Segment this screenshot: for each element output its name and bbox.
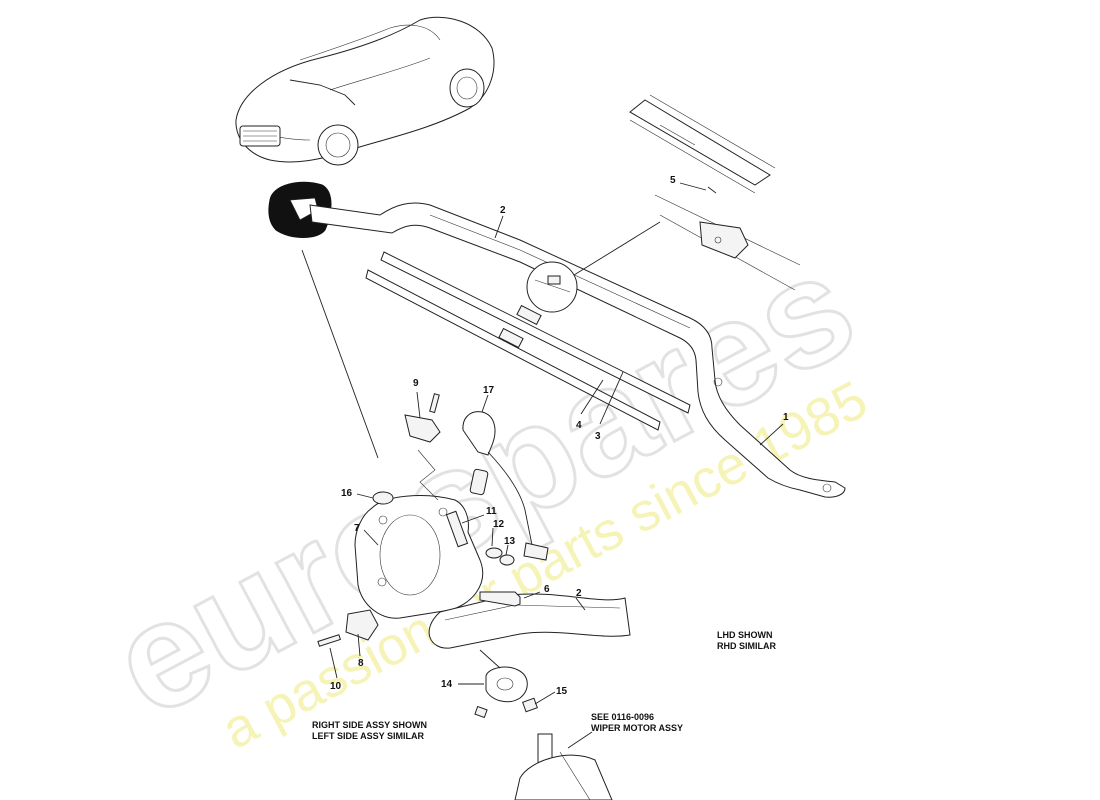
callout-5: 5 xyxy=(670,175,676,186)
nut-13-icon xyxy=(499,554,515,566)
clip-8-icon xyxy=(345,609,379,641)
screw-10-icon xyxy=(317,634,342,647)
callout-4: 4 xyxy=(576,420,582,431)
callout-13: 13 xyxy=(504,536,516,547)
callout-14: 14 xyxy=(441,679,453,690)
callout-9: 9 xyxy=(413,378,419,389)
callout-2-bottom: 2 xyxy=(576,588,582,599)
car-thumbnail-icon xyxy=(235,16,495,166)
callout-12: 12 xyxy=(493,519,505,530)
plug-16-icon xyxy=(372,491,394,505)
callout-3: 3 xyxy=(595,431,601,442)
wiper-motor-stub xyxy=(514,733,613,800)
collar-14-icon xyxy=(474,666,528,719)
callout-10: 10 xyxy=(330,681,342,692)
leader-lines xyxy=(329,182,784,749)
note-left-side-assy: LEFT SIDE ASSY SIMILAR xyxy=(312,731,425,741)
note-lhd-shown: LHD SHOWN xyxy=(717,630,773,640)
callout-8: 8 xyxy=(358,658,364,669)
nut-15-icon xyxy=(522,697,538,713)
callout-15: 15 xyxy=(556,686,568,697)
bolt-6-icon xyxy=(479,591,521,607)
callouts: 1 2 2 3 4 5 6 7 8 9 10 11 12 13 14 15 16… xyxy=(330,175,789,697)
clip-detail-inset xyxy=(526,221,661,313)
callout-7: 7 xyxy=(354,523,360,534)
note-see-ref: SEE 0116-0096 xyxy=(591,712,654,722)
fastener-bolt-11 xyxy=(445,510,469,548)
callout-2-top: 2 xyxy=(500,205,506,216)
callout-1: 1 xyxy=(783,412,789,423)
wiper-arm-top xyxy=(309,202,846,498)
note-wiper-motor-assy: WIPER MOTOR ASSY xyxy=(591,723,683,733)
nut-12-icon xyxy=(485,547,503,559)
channel-detail xyxy=(629,94,801,291)
callout-11: 11 xyxy=(486,506,497,517)
cable-connector xyxy=(462,411,549,561)
note-rhd-similar: RHD SIMILAR xyxy=(717,641,776,651)
callout-17: 17 xyxy=(483,385,495,396)
callout-6: 6 xyxy=(544,584,550,595)
callout-16: 16 xyxy=(341,488,353,499)
wiper-blades xyxy=(365,251,691,431)
spindle-housing xyxy=(354,495,484,619)
notes: LHD SHOWN RHD SIMILAR RIGHT SIDE ASSY SH… xyxy=(312,630,776,741)
clip-9-icon xyxy=(404,393,441,501)
note-right-side-assy: RIGHT SIDE ASSY SHOWN xyxy=(312,720,427,730)
